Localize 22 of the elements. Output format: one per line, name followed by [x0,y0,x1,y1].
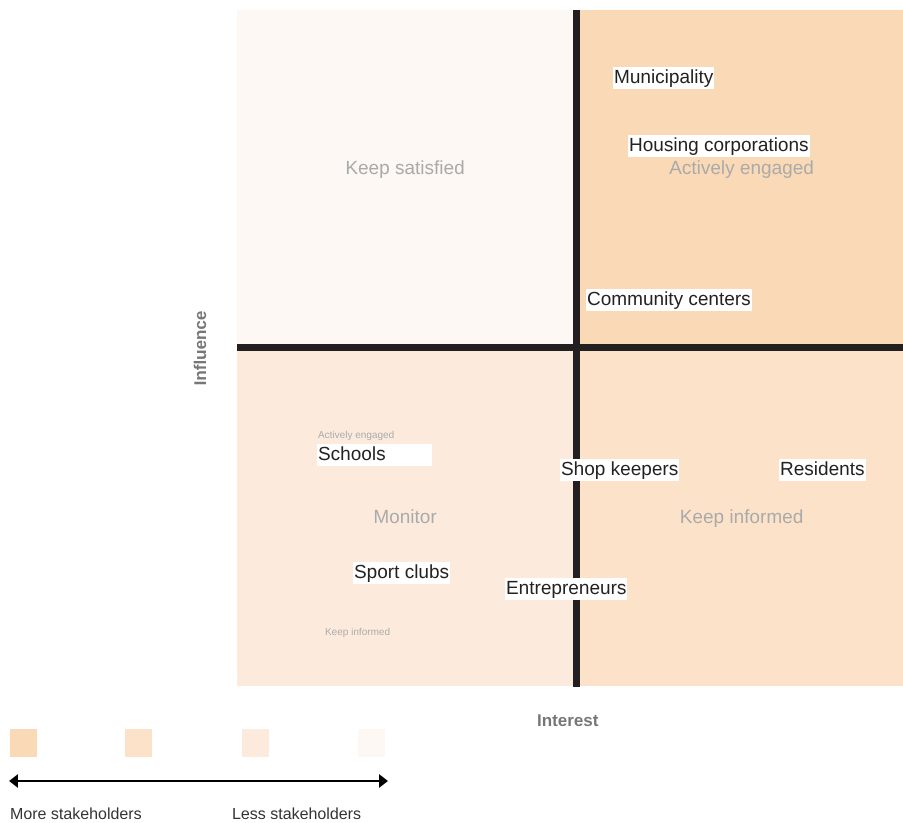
stakeholder-label: Housing corporations [628,135,810,157]
scale-label: More stakeholders [10,806,142,823]
quadrant [237,10,573,344]
stakeholder-label: Shop keepers [560,459,680,481]
quadrant-label: Keep satisfied [344,158,466,180]
stakeholder-label: Entrepreneurs [505,578,628,600]
quadrant-label: Monitor [372,507,438,529]
stakeholder-label: Sport clubs [353,562,450,584]
stakeholder-label: Schools [317,444,432,466]
zone-label: Keep informed [325,627,390,638]
axis-label: Influence [191,310,211,386]
quadrant-label: Keep informed [678,507,804,529]
quadrant-label: Actively engaged [668,158,815,180]
stakeholder-label: Community centers [586,289,752,311]
stakeholder-label: Residents [779,459,866,481]
legend-swatch [242,729,269,757]
scale-label: Less stakeholders [232,806,361,823]
quadrant [580,10,903,344]
stakeholder-label: Municipality [613,67,714,89]
legend-swatch [10,729,37,757]
legend-swatch [125,729,152,757]
axis-label: Interest [537,711,598,731]
